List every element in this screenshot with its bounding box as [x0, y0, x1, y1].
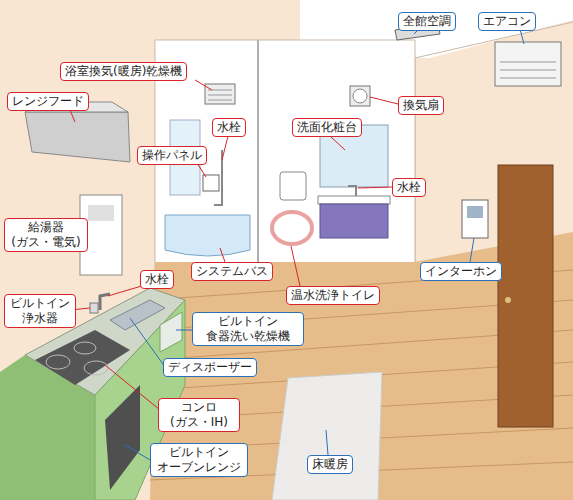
burner: [84, 361, 108, 375]
shower-faucet: [214, 150, 222, 205]
leader-lines: [70, 28, 524, 460]
sink: [110, 300, 165, 330]
label-text: 温水洗浄トイレ: [291, 288, 375, 303]
label-text: コンロ (ガス・IH): [163, 400, 235, 430]
floor-heating-mat: [272, 372, 382, 500]
label-text: 水栓: [397, 180, 421, 195]
label-text: システムバス: [196, 264, 268, 279]
vanity-faucet: [348, 186, 356, 196]
callout-label: レンジフード: [7, 92, 89, 111]
label-text: レンジフード: [12, 94, 84, 109]
callout-label: システムバス: [191, 262, 273, 281]
range-hood: [25, 112, 130, 162]
label-text: ビルトイン 食器洗い乾燥機: [197, 314, 299, 344]
label-text: 浴室換気(暖房)乾燥機: [65, 64, 182, 79]
callout-label: エアコン: [478, 12, 536, 31]
callout-label: インターホン: [420, 262, 502, 281]
label-text: ディスポーザー: [168, 360, 252, 375]
label-text: ビルトイン オーブンレンジ: [155, 445, 243, 475]
label-text: 換気扇: [403, 98, 439, 113]
vanity-counter: [318, 196, 390, 204]
bathtub: [165, 215, 250, 256]
control-panel: [203, 175, 219, 191]
label-text: ビルトイン 浄水器: [9, 296, 71, 326]
callout-label: 浴室換気(暖房)乾燥機: [60, 62, 187, 81]
callout-label: コンロ (ガス・IH): [158, 398, 240, 432]
dishwasher: [160, 312, 182, 352]
label-text: 給湯器 (ガス・電気): [9, 220, 83, 250]
kitchen-faucet: [100, 294, 110, 310]
label-text: 操作パネル: [142, 148, 202, 163]
intercom: [462, 200, 488, 238]
partition: [257, 40, 259, 290]
fan: [353, 89, 367, 103]
callout-label: 操作パネル: [137, 146, 207, 165]
oven: [105, 385, 140, 490]
cooktop: [35, 330, 130, 385]
heater-panel: [88, 205, 114, 221]
label-text: 水栓: [217, 120, 241, 135]
burner: [74, 342, 96, 354]
callout-label: 換気扇: [398, 96, 444, 115]
label-text: 洗面化粧台: [297, 120, 357, 135]
label-text: インターホン: [425, 264, 497, 279]
air-conditioner: [495, 42, 561, 86]
label-text: エアコン: [483, 14, 531, 29]
callout-label: ビルトイン 浄水器: [4, 294, 76, 328]
bath-dryer: [205, 84, 235, 104]
callout-label: 給湯器 (ガス・電気): [4, 218, 88, 252]
callout-label: 床暖房: [307, 455, 353, 474]
intercom-screen: [467, 206, 483, 218]
label-text: 床暖房: [312, 457, 348, 472]
label-text: 全館空調: [403, 14, 451, 29]
callout-label: 水栓: [212, 118, 246, 137]
callout-label: ディスポーザー: [163, 358, 257, 377]
vent-fan: [350, 86, 370, 106]
water-purifier: [90, 303, 98, 313]
callout-label: 温水洗浄トイレ: [286, 286, 380, 305]
callout-label: 水栓: [392, 178, 426, 197]
door: [498, 165, 553, 427]
burner: [46, 355, 70, 369]
callout-label: 水栓: [140, 270, 174, 289]
door-knob: [505, 297, 511, 303]
vanity-cabinet: [320, 204, 388, 238]
toilet-tank: [280, 172, 306, 200]
grille: [208, 90, 232, 100]
callout-label: 全館空調: [398, 12, 456, 31]
callout-label: ビルトイン 食器洗い乾燥機: [192, 312, 304, 346]
toilet: [272, 212, 312, 244]
ac-slats: [500, 62, 556, 78]
callout-label: ビルトイン オーブンレンジ: [150, 443, 248, 477]
label-text: 水栓: [145, 272, 169, 287]
callout-label: 洗面化粧台: [292, 118, 362, 137]
